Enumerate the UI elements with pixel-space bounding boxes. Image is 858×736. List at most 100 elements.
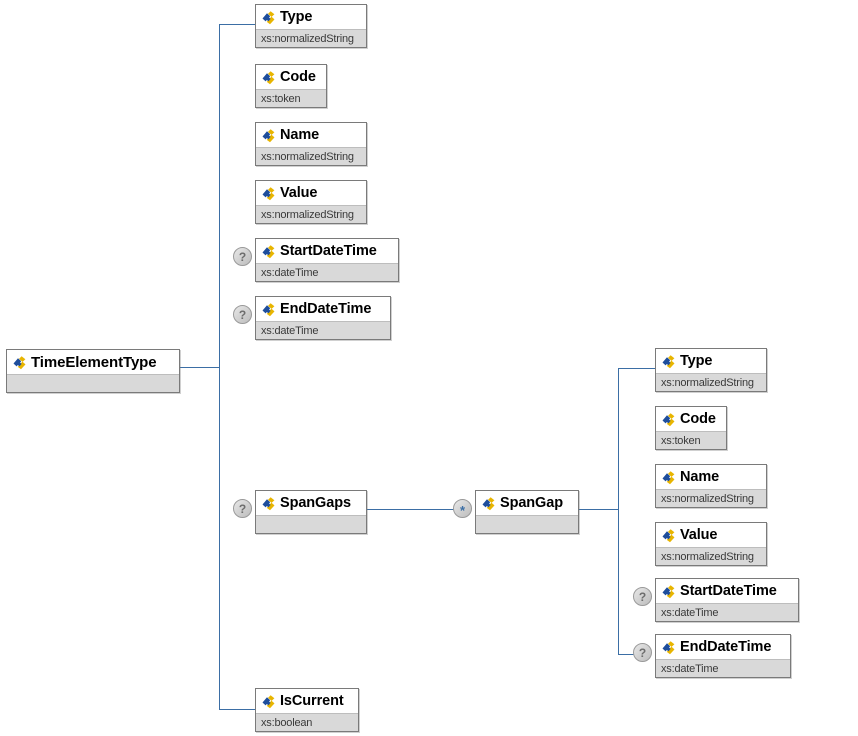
- marker-glyph: ?: [638, 589, 647, 604]
- connector-to-enddate-2: [618, 654, 636, 655]
- schema-node-startdatetime-2[interactable]: StartDateTime xs:dateTime: [655, 578, 799, 622]
- node-type-row: xs:normalizedString: [656, 548, 766, 565]
- xsd-element-icon: [661, 412, 676, 427]
- node-title-row: StartDateTime: [656, 579, 798, 604]
- schema-node-spangaps[interactable]: SpanGaps: [255, 490, 367, 534]
- node-title-row: Name: [256, 123, 366, 148]
- node-name-label: Name: [280, 127, 320, 143]
- node-type-row: xs:dateTime: [256, 322, 390, 339]
- xsd-element-icon: [661, 528, 676, 543]
- schema-node-code-1[interactable]: Code xs:token: [255, 64, 327, 108]
- node-name-label: StartDateTime: [680, 583, 777, 599]
- occurrence-optional-marker: ?: [233, 247, 252, 266]
- node-title-row: Type: [256, 5, 366, 30]
- node-name-label: TimeElementType: [31, 353, 157, 371]
- schema-node-value-1[interactable]: Value xs:normalizedString: [255, 180, 367, 224]
- node-type-row: xs:dateTime: [656, 660, 790, 677]
- xsd-element-icon: [261, 496, 276, 511]
- schema-node-enddatetime-2[interactable]: EndDateTime xs:dateTime: [655, 634, 791, 678]
- node-name-label: StartDateTime: [280, 243, 377, 259]
- connector-left-trunk: [219, 24, 220, 710]
- occurrence-unbounded-marker: *: [453, 499, 472, 518]
- node-type-label: xs:normalizedString: [661, 492, 754, 505]
- node-type-row: xs:normalizedString: [256, 206, 366, 223]
- occurrence-optional-marker: ?: [633, 587, 652, 606]
- xsd-element-icon: [261, 244, 276, 259]
- node-title-row: Value: [256, 181, 366, 206]
- node-type-label: xs:dateTime: [661, 662, 719, 675]
- xsd-element-icon: [661, 640, 676, 655]
- marker-glyph: *: [459, 503, 466, 518]
- node-type-label: xs:token: [661, 434, 701, 447]
- xsd-element-icon: [661, 470, 676, 485]
- xsd-element-icon: [261, 302, 276, 317]
- node-title-row: EndDateTime: [256, 297, 390, 322]
- node-name-label: Type: [280, 9, 313, 25]
- node-name-label: Code: [680, 411, 716, 427]
- xsd-element-icon: [261, 70, 276, 85]
- node-name-label: Name: [680, 469, 720, 485]
- schema-node-root[interactable]: TimeElementType: [6, 349, 180, 393]
- connector-to-type-1: [219, 24, 255, 25]
- xsd-element-icon: [12, 355, 27, 370]
- node-title-row: SpanGap: [476, 491, 578, 516]
- node-name-label: EndDateTime: [680, 639, 772, 655]
- xsd-element-icon: [261, 694, 276, 709]
- schema-node-code-2[interactable]: Code xs:token: [655, 406, 727, 450]
- xsd-element-icon: [661, 354, 676, 369]
- node-type-row: xs:normalizedString: [256, 30, 366, 47]
- schema-node-type-2[interactable]: Type xs:normalizedString: [655, 348, 767, 392]
- node-title-row: Value: [656, 523, 766, 548]
- node-type-label: xs:token: [261, 92, 301, 105]
- node-type-label: xs:dateTime: [261, 324, 319, 337]
- node-type-row: xs:token: [256, 90, 326, 107]
- node-type-row: xs:dateTime: [256, 264, 398, 281]
- node-title-row: Type: [656, 349, 766, 374]
- node-type-label: xs:normalizedString: [261, 208, 354, 221]
- occurrence-optional-marker: ?: [633, 643, 652, 662]
- node-title-row: Code: [256, 65, 326, 90]
- node-type-row: xs:token: [656, 432, 726, 449]
- xsd-element-icon: [261, 128, 276, 143]
- marker-glyph: ?: [638, 645, 647, 660]
- node-name-label: EndDateTime: [280, 301, 372, 317]
- schema-node-enddatetime-1[interactable]: EndDateTime xs:dateTime: [255, 296, 391, 340]
- connector-to-iscurrent: [219, 709, 255, 710]
- node-type-row: [256, 516, 366, 533]
- schema-node-iscurrent[interactable]: IsCurrent xs:boolean: [255, 688, 359, 732]
- connector-root-stub: [180, 367, 219, 368]
- node-title-row: Code: [656, 407, 726, 432]
- node-type-label: xs:dateTime: [661, 606, 719, 619]
- schema-node-name-2[interactable]: Name xs:normalizedString: [655, 464, 767, 508]
- marker-glyph: ?: [238, 501, 247, 516]
- schema-node-name-1[interactable]: Name xs:normalizedString: [255, 122, 367, 166]
- node-type-row: xs:normalizedString: [656, 374, 766, 391]
- node-type-label: xs:dateTime: [261, 266, 319, 279]
- schema-node-startdatetime-1[interactable]: StartDateTime xs:dateTime: [255, 238, 399, 282]
- node-name-label: Type: [680, 353, 713, 369]
- node-title-row: Name: [656, 465, 766, 490]
- connector-to-type-2: [618, 368, 655, 369]
- node-name-label: IsCurrent: [280, 693, 344, 709]
- connector-spangap-stub: [579, 509, 618, 510]
- node-name-label: Value: [280, 185, 318, 201]
- node-name-label: SpanGaps: [280, 495, 351, 511]
- node-title-row: EndDateTime: [656, 635, 790, 660]
- schema-node-spangap[interactable]: SpanGap: [475, 490, 579, 534]
- node-name-label: Code: [280, 69, 316, 85]
- schema-node-type-1[interactable]: Type xs:normalizedString: [255, 4, 367, 48]
- node-type-row: [7, 375, 179, 392]
- node-title-row: StartDateTime: [256, 239, 398, 264]
- node-title-row: IsCurrent: [256, 689, 358, 714]
- xsd-element-icon: [481, 496, 496, 511]
- occurrence-optional-marker: ?: [233, 305, 252, 324]
- node-type-row: xs:normalizedString: [256, 148, 366, 165]
- node-type-row: xs:boolean: [256, 714, 358, 731]
- xsd-element-icon: [261, 186, 276, 201]
- xsd-element-icon: [261, 10, 276, 25]
- connector-right-trunk: [618, 368, 619, 654]
- node-title-row: TimeElementType: [7, 350, 179, 375]
- node-type-label: xs:boolean: [261, 716, 313, 729]
